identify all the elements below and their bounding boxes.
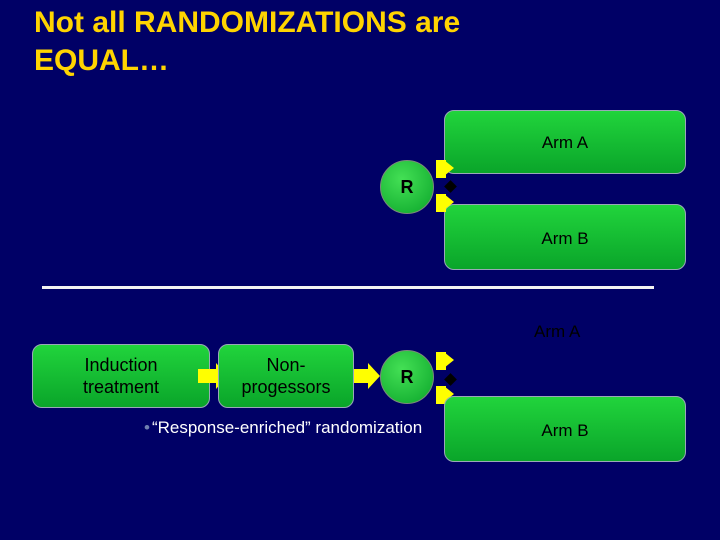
response-enriched-caption: •“Response-enriched” randomization: [144, 418, 422, 438]
induction-line-1: Induction: [84, 355, 158, 375]
title-line-2: EQUAL…: [34, 44, 169, 77]
nonprogressors-line-1: Non-: [266, 355, 306, 375]
top-connector-lower: [436, 194, 446, 212]
top-arm-b-label: Arm B: [541, 229, 589, 248]
bottom-arm-a-label: Arm A: [534, 322, 581, 341]
caption-text: “Response-enriched” randomization: [151, 418, 423, 437]
top-connector-upper-arrow-icon: [444, 160, 454, 176]
bottom-junction-diamond-icon: [444, 373, 457, 386]
top-randomize-label: R: [400, 176, 414, 197]
section-divider: [42, 286, 654, 289]
bottom-connector-upper-arrow-icon: [444, 352, 454, 368]
top-arm-a-label: Arm A: [541, 133, 589, 152]
induction-line-2: treatment: [82, 377, 160, 397]
nonprogressors-arrow-icon: [368, 363, 380, 389]
top-randomize-node: R: [380, 160, 434, 214]
top-connector-upper: [436, 160, 446, 178]
bottom-arm-a-box: [444, 304, 686, 370]
bottom-connector-lower-arrow-icon: [444, 386, 454, 402]
bottom-arm-b-box: Arm B: [444, 396, 686, 462]
title-line-1: Not all RANDOMIZATIONS are: [34, 6, 461, 39]
bottom-randomize-node: R: [380, 350, 434, 404]
nonprogressors-arrow-body: [354, 369, 370, 383]
induction-treatment-box: Induction treatment: [32, 344, 210, 408]
bottom-connector-upper: [436, 352, 446, 370]
slide-title: Not all RANDOMIZATIONS are EQUAL…: [34, 4, 460, 80]
top-arm-a-box: Arm A: [444, 110, 686, 174]
top-junction-diamond-icon: [444, 180, 457, 193]
bottom-randomize-label: R: [400, 366, 414, 387]
bottom-connector-lower: [436, 386, 446, 404]
nonprogressors-box: Non- progessors: [218, 344, 354, 408]
bottom-arm-b-label: Arm B: [541, 421, 589, 440]
nonprogressors-line-2: progessors: [241, 377, 331, 397]
caption-bullet: •: [144, 418, 150, 437]
induction-arrow-body: [198, 369, 218, 383]
top-arm-b-box: Arm B: [444, 204, 686, 270]
top-connector-lower-arrow-icon: [444, 194, 454, 210]
